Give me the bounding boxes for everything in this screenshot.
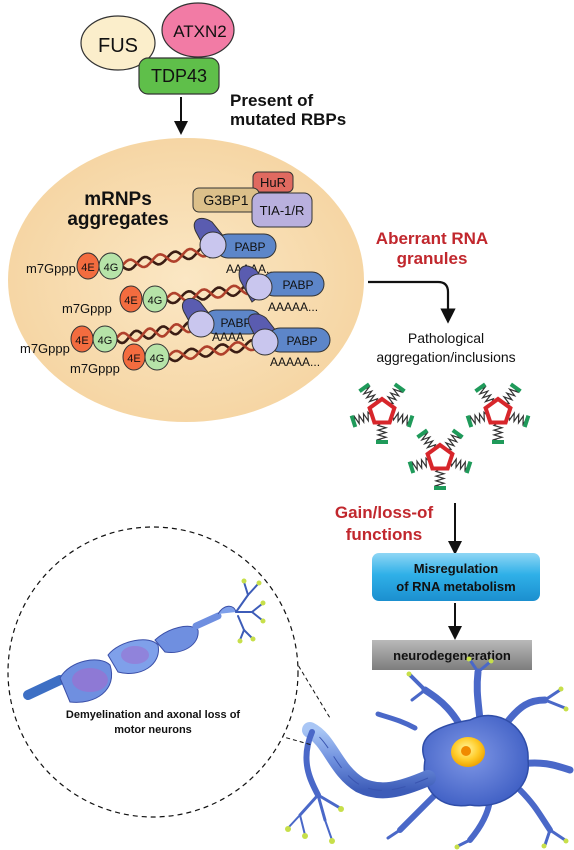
misregulation-box: Misregulation of RNA metabolism <box>372 553 540 601</box>
mrna-strand-4-b <box>167 340 261 361</box>
tdp43-label: TDP43 <box>151 66 207 86</box>
initiation-factors: 4E 4G 4E 4G 4E 4G 4E 4G <box>70 252 170 371</box>
svg-text:aggregation/inclusions: aggregation/inclusions <box>376 349 515 365</box>
atxn2-label: ATXN2 <box>173 22 227 41</box>
inclusion-3 <box>407 428 473 490</box>
tia-protein <box>251 192 313 228</box>
svg-text:mutated RBPs: mutated RBPs <box>230 110 346 129</box>
axon-terminal <box>287 729 342 841</box>
svg-text:functions: functions <box>346 525 423 544</box>
stress-granule-proteins: HuR G3BP1 TIA-1/R <box>192 171 313 228</box>
inset-caption-line2: motor neurons <box>114 724 192 736</box>
neurodegeneration-box: neurodegeneration <box>372 640 532 670</box>
motor-neuron <box>285 656 574 850</box>
svg-text:G3BP1: G3BP1 <box>203 192 248 208</box>
svg-text:Present of: Present of <box>230 91 313 110</box>
factor-4g-3 <box>92 325 118 353</box>
aggregation-inclusions <box>349 382 531 490</box>
svg-text:4E: 4E <box>124 295 137 307</box>
cap-label-1: m7Gppp <box>26 261 76 276</box>
cap-labels: m7Gppp m7Gppp m7Gppp m7Gppp <box>20 261 120 376</box>
mrna-strand-1-b <box>121 247 214 269</box>
svg-text:4E: 4E <box>127 353 140 365</box>
svg-text:of RNA metabolism: of RNA metabolism <box>396 579 515 594</box>
svg-text:HuR: HuR <box>260 175 286 190</box>
pabp-3: PABP AAAA <box>182 297 263 344</box>
rbp-cluster: FUS ATXN2 TDP43 <box>80 2 235 95</box>
damaged-axon <box>23 578 266 703</box>
inset-caption-line1: Demyelination and axonal loss of <box>66 709 241 721</box>
mrna-strands <box>114 244 261 363</box>
svg-text:neurodegeneration: neurodegeneration <box>393 648 511 663</box>
gain-loss-label: Gain/loss-of functions <box>335 503 434 544</box>
inclusion-2 <box>465 382 531 444</box>
svg-text:Gain/loss-of: Gain/loss-of <box>335 503 434 522</box>
svg-text:PABP: PABP <box>286 334 317 348</box>
cap-label-4: m7Gppp <box>70 361 120 376</box>
pabp-1: PABP AAAAA... <box>193 217 277 276</box>
svg-text:4G: 4G <box>98 335 113 347</box>
atxn2-protein <box>161 2 235 58</box>
cap-label-2: m7Gppp <box>62 301 112 316</box>
svg-text:4G: 4G <box>104 262 119 274</box>
svg-text:PABP: PABP <box>220 316 251 330</box>
svg-text:Misregulation: Misregulation <box>414 561 499 576</box>
svg-text:TIA-1/R: TIA-1/R <box>260 203 305 218</box>
zoom-inset: Demyelination and axonal loss of motor n… <box>7 526 331 818</box>
arrow-to-pathological <box>368 280 456 324</box>
svg-text:4E: 4E <box>75 335 88 347</box>
svg-text:AAAA: AAAA <box>212 330 244 344</box>
pabp-proteins: PABP AAAAA... PABP AAAAA... PABP AAAA PA… <box>182 217 331 369</box>
svg-text:granules: granules <box>397 249 468 268</box>
mrnp-title: mRNPs aggregates <box>67 189 168 230</box>
factor-4e-2 <box>119 285 143 313</box>
fus-label: FUS <box>98 35 138 57</box>
svg-text:4E: 4E <box>81 262 94 274</box>
factor-4g-1 <box>98 252 124 280</box>
fus-protein <box>80 15 156 71</box>
factor-4g-2 <box>142 285 168 313</box>
present-mutated-rbps-label: Present of mutated RBPs <box>230 91 346 129</box>
svg-text:4G: 4G <box>148 295 163 307</box>
svg-text:AAAAA...: AAAAA... <box>268 300 318 314</box>
svg-text:PABP: PABP <box>282 278 313 292</box>
inclusion-1 <box>349 382 415 444</box>
mrna-strand-2-b <box>165 284 257 303</box>
svg-text:Pathological: Pathological <box>408 330 484 346</box>
pabp-2: PABP AAAAA... <box>238 265 325 314</box>
tdp43-protein <box>138 57 220 95</box>
svg-text:mRNPs: mRNPs <box>84 189 152 210</box>
svg-text:4G: 4G <box>150 353 165 365</box>
cap-label-3: m7Gppp <box>20 341 70 356</box>
svg-text:PABP: PABP <box>234 240 265 254</box>
factor-4g-4 <box>144 343 170 371</box>
pabp-4: PABP AAAAA... <box>248 313 331 369</box>
svg-text:Aberrant RNA: Aberrant RNA <box>376 229 488 248</box>
aberrant-rna-granules-label: Aberrant RNA granules <box>376 229 488 268</box>
neuron-axon <box>302 722 436 799</box>
svg-text:AAAAA...: AAAAA... <box>270 355 320 369</box>
mrna-strand-3-b <box>114 322 198 343</box>
pathological-label: Pathological aggregation/inclusions <box>376 330 515 365</box>
hur-protein <box>252 171 294 193</box>
svg-text:aggregates: aggregates <box>67 209 168 230</box>
inset-circle <box>7 526 299 818</box>
